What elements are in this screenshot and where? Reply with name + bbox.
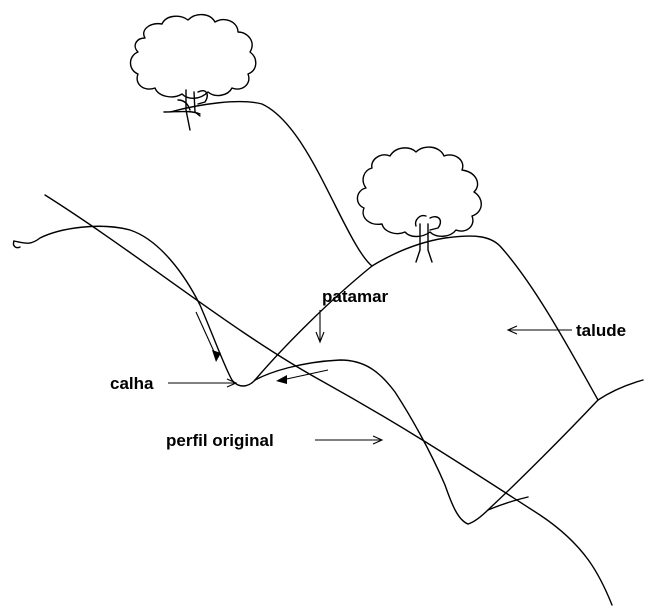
calha-pointer-arrow <box>168 378 238 388</box>
patamar-label: patamar <box>322 287 389 306</box>
calha-label: calha <box>110 374 154 393</box>
right-crest-line <box>597 379 644 401</box>
upper-terrace-surface <box>169 100 373 267</box>
lower-calha-slope <box>467 399 599 525</box>
flow-arrow-patamar-to-calha <box>276 369 329 384</box>
middle-talude-line <box>254 235 599 401</box>
flow-arrow-to-calha <box>195 311 221 362</box>
perfil-original-pointer-arrow <box>315 435 384 445</box>
left-hill-tip <box>12 240 21 249</box>
lower-calha-tick <box>487 496 529 511</box>
talude-pointer-arrow <box>506 325 572 335</box>
left-slope-to-calha <box>13 225 256 387</box>
talude-label: talude <box>576 321 626 340</box>
patamar-surface <box>254 359 469 525</box>
original-profile-line <box>44 194 613 606</box>
perfil-original-label: perfil original <box>166 431 274 450</box>
lower-tree-icon <box>356 146 482 263</box>
patamar-pointer-arrow <box>315 310 325 344</box>
upper-tree-icon <box>129 13 257 131</box>
